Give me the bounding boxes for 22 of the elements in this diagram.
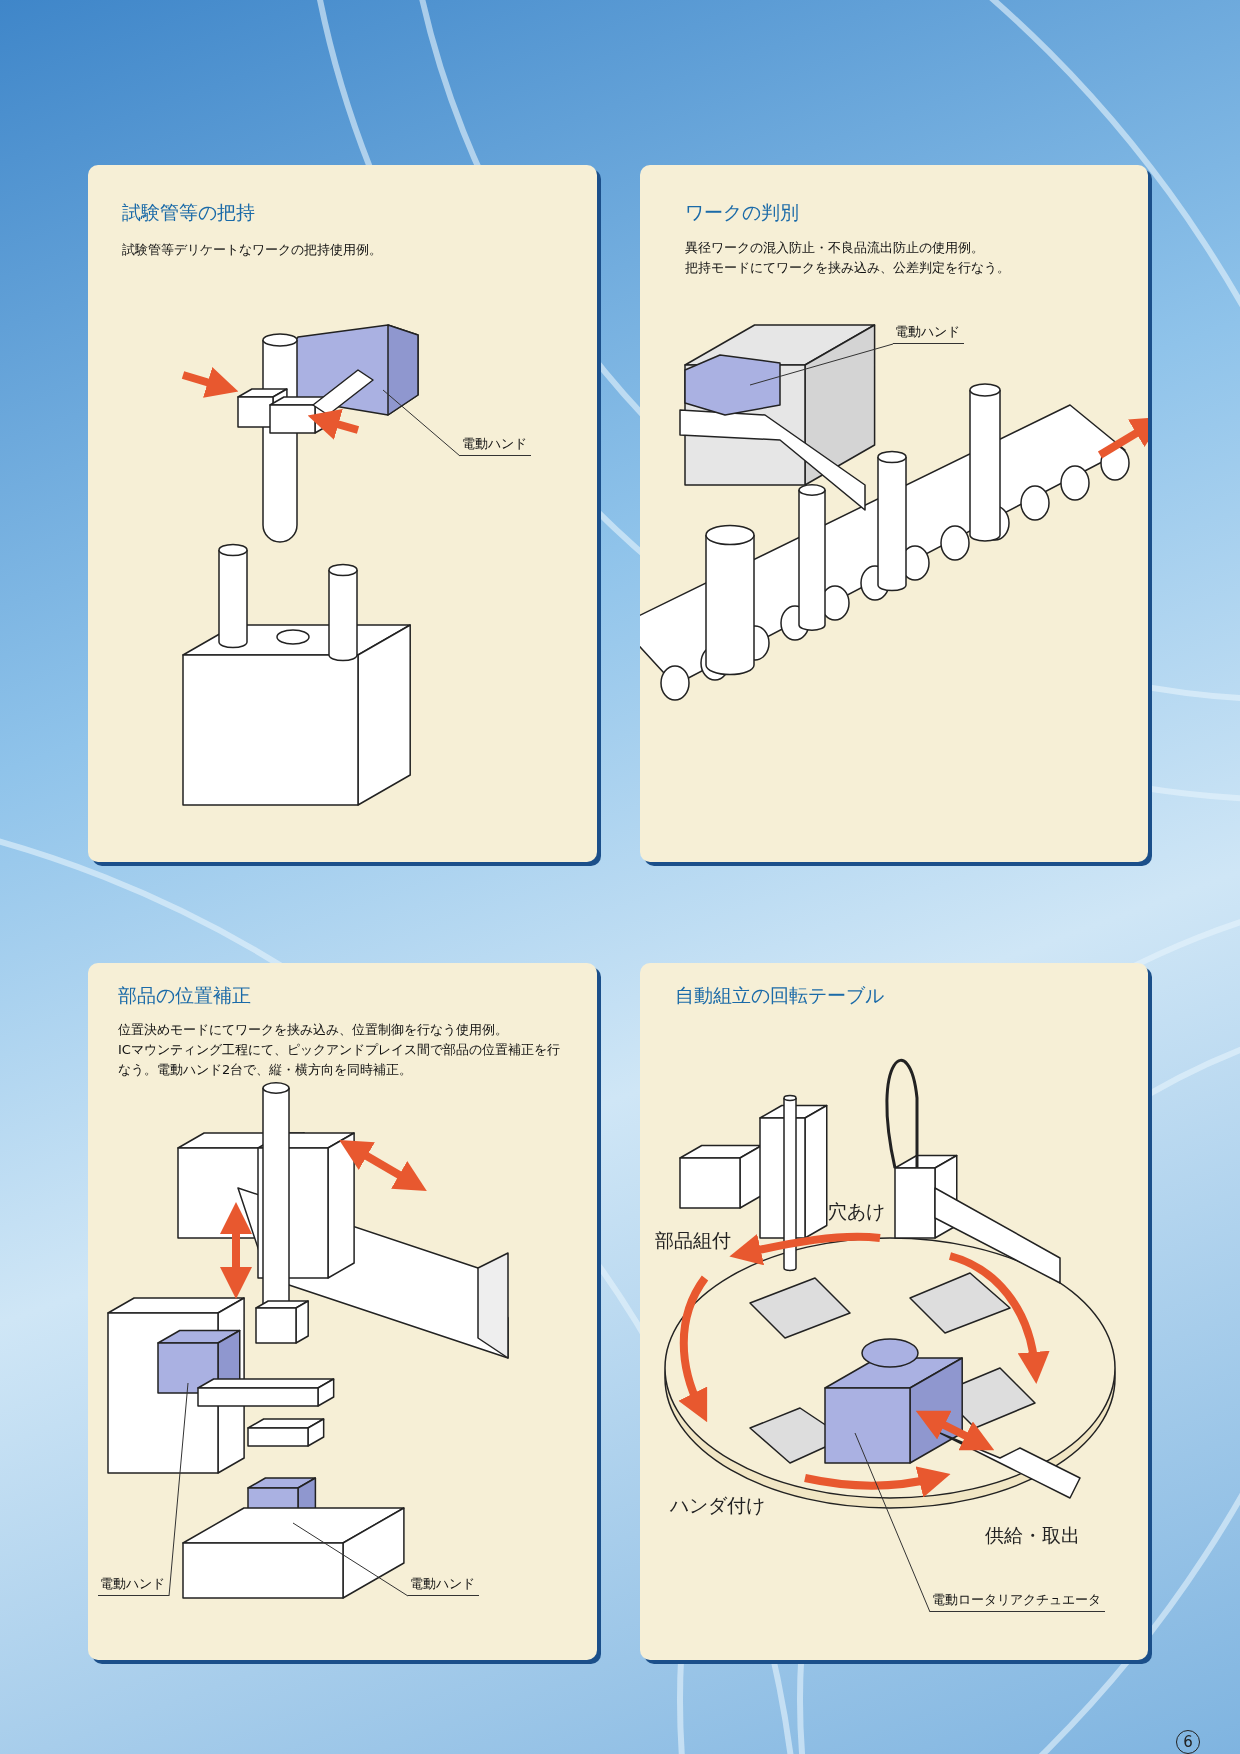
callout-label: 電動ロータリアクチュエータ — [930, 1591, 1105, 1612]
leader-line — [292, 1522, 409, 1597]
callout-label: 電動ハンド — [408, 1575, 479, 1596]
description-text: 把持モードにてワークを挟み込み、公差判定を行なう。 — [685, 259, 1011, 277]
callout-label: 電動ハンド — [460, 435, 531, 456]
panel-title: ワークの判別 — [685, 200, 799, 225]
callout-label: 電動ハンド — [98, 1575, 169, 1596]
description-text: 試験管等デリケートなワークの把持使用例。 — [122, 241, 383, 259]
panel-title: 部品の位置補正 — [118, 983, 251, 1008]
station-label: 部品組付 — [655, 1228, 731, 1253]
panel-title: 自動組立の回転テーブル — [675, 983, 884, 1008]
description-text: ICマウンティング工程にて、ピックアンドプレイス間で部品の位置補正を行なう。電動ハンド2台で、縦・横方向を同時補正。 — [118, 1041, 561, 1079]
station-label: ハンダ付け — [670, 1493, 765, 1518]
leader-line — [382, 389, 461, 457]
station-label: 穴あけ — [828, 1199, 885, 1224]
leader-line — [854, 1432, 931, 1613]
station-label: 供給・取出 — [985, 1523, 1080, 1548]
panel-title: 試験管等の把持 — [122, 200, 255, 225]
leader-line — [168, 1382, 189, 1597]
description-text: 異径ワークの混入防止・不良品流出防止の使用例。 — [685, 239, 985, 257]
callout-label: 電動ハンド — [893, 323, 964, 344]
description-text: 位置決めモードにてワークを挟み込み、位置制御を行なう使用例。 — [118, 1021, 509, 1039]
